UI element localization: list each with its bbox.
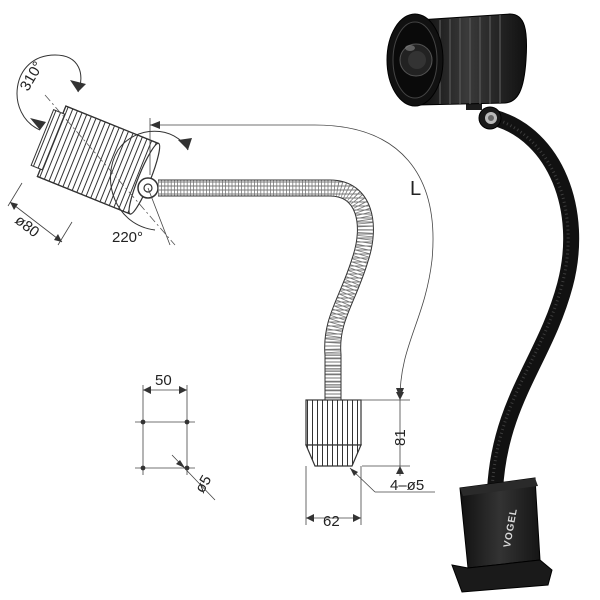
length-label: L <box>410 178 421 200</box>
lamp-head-drawing <box>30 94 176 246</box>
head-diameter-dimension: ø80 <box>7 182 73 246</box>
base-drawing <box>305 399 362 525</box>
product-photo: VOGEL <box>386 13 580 593</box>
tilt-angle-label: 220° <box>112 229 143 246</box>
mounting-holes-leader: 4–ø5 <box>349 467 435 494</box>
hole-diameter-label: ø5 <box>192 472 215 496</box>
rotation-angle-label: 310° <box>17 59 47 94</box>
hole-pattern: 50 ø5 <box>135 372 216 501</box>
hole-spacing-label: 50 <box>155 372 172 389</box>
base-width-dimension: 62 <box>306 513 361 530</box>
tilt-arrow: 220° <box>110 130 192 246</box>
mounting-holes-label: 4–ø5 <box>390 477 424 494</box>
gooseneck-drawing <box>158 179 374 400</box>
length-dimension: L <box>149 118 434 399</box>
base-height-label: 81 <box>392 429 409 446</box>
base-height-dimension: 81 <box>345 390 410 476</box>
head-diameter-label: ø80 <box>12 212 43 241</box>
base-width-label: 62 <box>323 513 340 530</box>
product-lamp-head <box>386 13 528 107</box>
product-base: VOGEL <box>451 477 553 593</box>
